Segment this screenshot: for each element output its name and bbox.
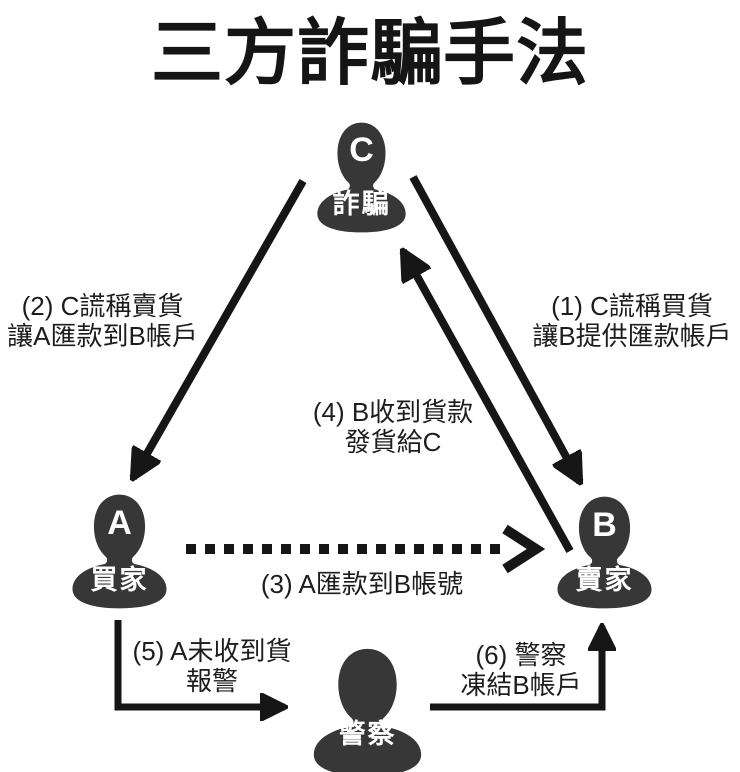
label-step1-line2: 讓B提供匯款帳戶 bbox=[532, 321, 732, 351]
person-silhouette-icon bbox=[317, 122, 406, 233]
label-step5-line1: (5) A未收到貨 bbox=[132, 636, 292, 666]
label-step2-line2: 讓A匯款到B帳戶 bbox=[7, 321, 198, 351]
arrow-2-c-to-a bbox=[129, 179, 307, 478]
label-step6-line1: (6) 警察 bbox=[475, 640, 567, 670]
person-silhouette-icon bbox=[313, 648, 422, 772]
actor-buyer: A 買家 bbox=[70, 493, 169, 610]
arrow-6-police-to-b bbox=[430, 626, 602, 711]
label-step2: (2) C謊稱賣貨 讓A匯款到B帳戶 bbox=[0, 291, 205, 351]
arrow-1-c-to-b bbox=[409, 175, 584, 482]
person-silhouette-icon bbox=[557, 496, 652, 609]
arrow-3-chevron-head bbox=[502, 524, 546, 574]
label-step5-line2: 報警 bbox=[185, 666, 238, 696]
actor-role: 詐騙 bbox=[332, 188, 391, 219]
actor-role: 警察 bbox=[338, 719, 397, 750]
arrow-5-a-to-police bbox=[114, 620, 285, 707]
label-step4-line1: (4) B收到貨款 bbox=[312, 397, 474, 427]
label-step5: (5) A未收到貨 報警 bbox=[112, 636, 312, 696]
label-step4: (4) B收到貨款 發貨給C bbox=[293, 397, 493, 457]
person-silhouette-icon bbox=[72, 494, 167, 609]
label-step4-line2: 發貨給C bbox=[344, 427, 442, 457]
actor-letter: C bbox=[349, 131, 374, 170]
label-step1-line1: (1) C謊稱買貨 bbox=[551, 291, 713, 321]
actor-role: 賣家 bbox=[575, 565, 634, 596]
label-step3-line1: (3) A匯款到B帳號 bbox=[260, 569, 464, 599]
actor-role: 買家 bbox=[90, 564, 149, 595]
actor-letter: B bbox=[592, 505, 617, 544]
label-step2-line1: (2) C謊稱賣貨 bbox=[21, 291, 184, 321]
actor-letter: A bbox=[107, 503, 132, 542]
actor-seller: B 賣家 bbox=[555, 495, 654, 610]
actor-police: 警察 bbox=[311, 647, 424, 772]
actor-fraudster: C 詐騙 bbox=[315, 121, 408, 234]
label-step6-line2: 凍結B帳戶 bbox=[460, 670, 582, 700]
label-step3: (3) A匯款到B帳號 bbox=[252, 569, 472, 599]
label-step1: (1) C謊稱買貨 讓B提供匯款帳戶 bbox=[524, 291, 740, 351]
label-step6: (6) 警察 凍結B帳戶 bbox=[421, 640, 621, 700]
diagram-title: 三方詐騙手法 bbox=[150, 14, 589, 94]
arrow-4-b-to-c bbox=[399, 251, 574, 553]
